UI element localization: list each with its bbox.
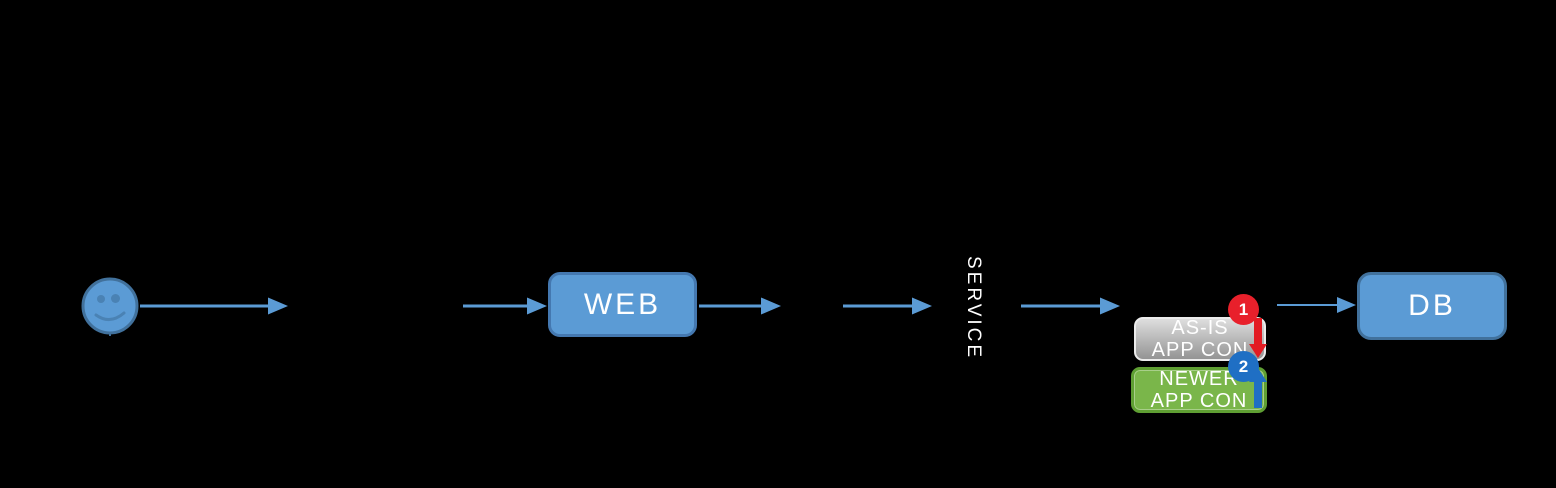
flow-arrow-to-service (843, 297, 932, 315)
flow-arrow-service-to-appcon (1021, 297, 1120, 315)
asis-app-con-line1: AS-IS (1171, 317, 1229, 339)
db-node-label: DB (1408, 289, 1456, 322)
step-1-badge: 1 (1228, 294, 1259, 325)
service-label: SERVICE (963, 255, 984, 361)
newer-app-con-line1: NEWER (1159, 368, 1239, 390)
newer-app-con-node: NEWER APP CON (1131, 367, 1267, 413)
flow-arrow-user-to-gap (140, 297, 288, 315)
web-node: WEB (548, 272, 697, 337)
newer-app-con-line2: APP CON (1150, 390, 1248, 412)
asis-app-con-line2: APP CON (1151, 339, 1249, 361)
web-node-label: WEB (583, 287, 662, 321)
step-2-badge: 2 (1228, 351, 1259, 382)
flow-arrow-to-web (463, 297, 547, 315)
flow-arrow-web-out (699, 297, 781, 315)
flow-arrow-appcon-to-db (1277, 297, 1356, 313)
db-node: DB (1357, 272, 1507, 340)
smiley-face-icon (81, 277, 139, 336)
